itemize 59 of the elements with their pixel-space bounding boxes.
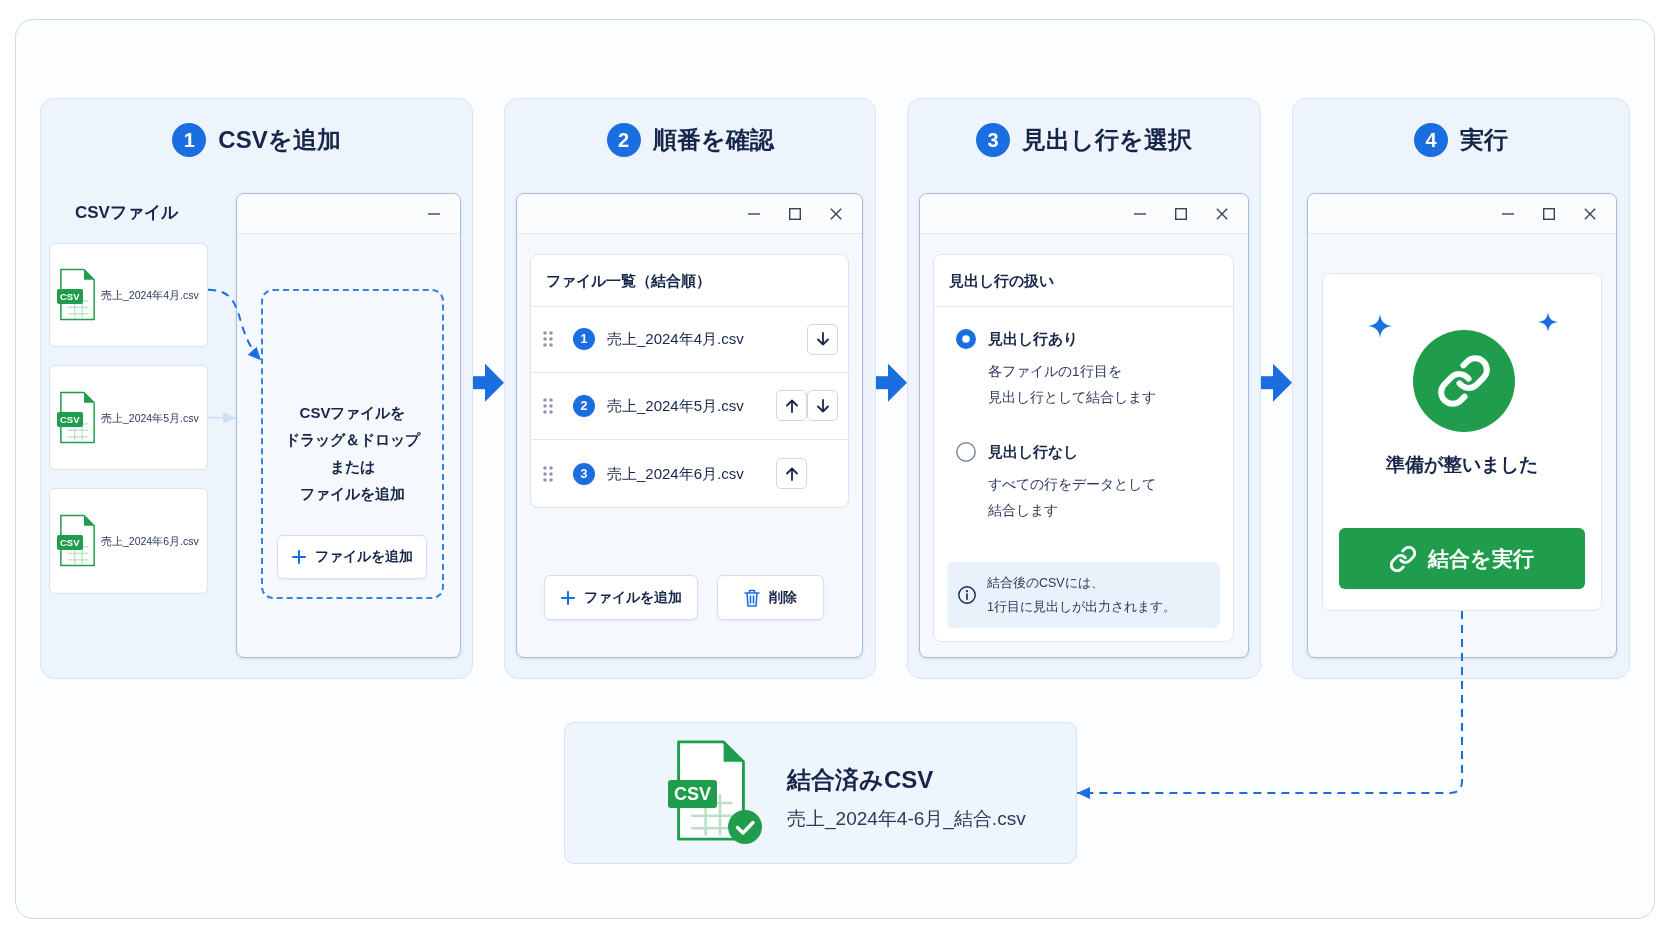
step-panel: [504, 98, 876, 679]
option-description: すべての行をデータとして結合します: [988, 476, 1156, 520]
section-header: 見出し行の扱い: [949, 272, 1054, 291]
order-number: 2: [573, 394, 595, 417]
add-file-button: ファイルを追加: [277, 535, 427, 579]
file-card: [49, 488, 208, 594]
app-window: [919, 193, 1249, 658]
info-text: 結合後のCSVには、1行目に見出しが出力されます。: [987, 575, 1176, 616]
order-number: 1: [573, 328, 595, 350]
file-name: 売上_2024年4月.csv: [607, 329, 744, 349]
step-heading: 実行: [1460, 125, 1508, 155]
block-arrow: [876, 363, 907, 402]
delete-button: 削除: [717, 575, 824, 620]
step-panel: [40, 98, 473, 679]
step-heading: 見出し行を選択: [1022, 125, 1192, 155]
file-card: [49, 365, 208, 470]
step-number: 3: [976, 123, 1010, 157]
file-type-badge: CSV: [57, 535, 83, 550]
arrow: [207, 411, 237, 424]
step-panel: [907, 98, 1261, 679]
file-type-badge: CSV: [57, 289, 83, 304]
list-header: ファイル一覧（結合順）: [546, 272, 711, 291]
block-arrow: [1261, 363, 1292, 402]
add-file-button: ファイルを追加: [544, 575, 698, 620]
step-number: 2: [606, 123, 641, 157]
file-name: 売上_2024年5月.csv: [607, 395, 744, 416]
app-window: [1307, 193, 1617, 658]
step-number: 4: [1414, 123, 1448, 157]
block-arrow: [473, 363, 504, 402]
step-number: 1: [172, 123, 207, 157]
column-heading: CSVファイル: [75, 202, 178, 224]
file-name: 売上_2024年4-6月_結合.csv: [787, 807, 1026, 832]
dashed-arrow: [1076, 610, 1463, 799]
file-type-badge: CSV: [668, 780, 717, 808]
app-window: [236, 193, 461, 658]
order-number: 3: [573, 462, 595, 485]
step-heading: CSVを追加: [218, 125, 341, 155]
info-box: [947, 562, 1220, 628]
status-message: 準備が整いました: [1386, 453, 1538, 477]
option-description: 各ファイルの1行目を見出し行として結合します: [988, 363, 1156, 407]
option-label: 見出し行なし: [988, 442, 1078, 462]
file-name: 売上_2024年4月.csv: [101, 288, 199, 303]
result-card: [564, 722, 1077, 864]
step-panel: [1292, 98, 1630, 679]
app-window: [516, 193, 863, 658]
file-name: 売上_2024年5月.csv: [101, 410, 199, 426]
option-label: 見出し行あり: [988, 329, 1078, 349]
step-heading: 順番を確認: [652, 125, 774, 155]
status-card: [1322, 273, 1602, 611]
file-card: [49, 243, 208, 347]
file-name: 売上_2024年6月.csv: [101, 534, 199, 549]
drop-instruction: CSVファイルをドラッグ＆ドロップまたはファイルを追加: [285, 403, 420, 504]
file-list-card: [530, 254, 849, 508]
drop-zone: [261, 289, 444, 599]
settings-card: [933, 254, 1234, 642]
dashed-arrow: [207, 288, 262, 362]
file-name: 売上_2024年6月.csv: [607, 463, 744, 484]
merge-button: 結合を実行: [1339, 528, 1585, 589]
result-heading: 結合済みCSV: [787, 765, 934, 795]
